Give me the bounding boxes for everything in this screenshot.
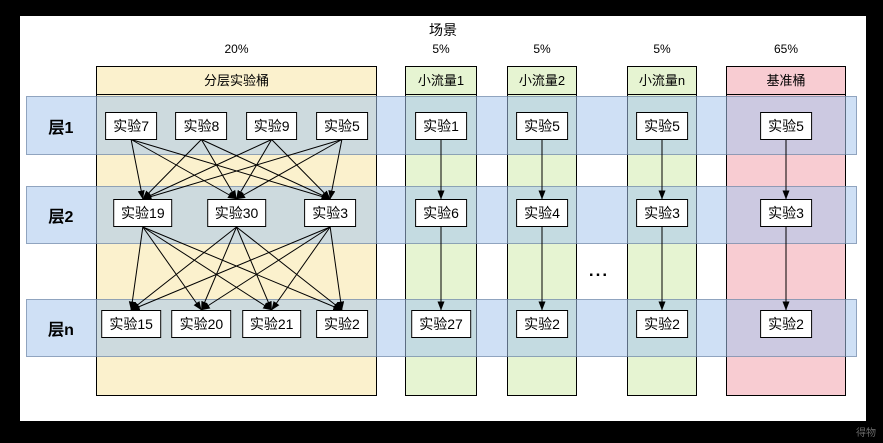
experiment-node: 实验2 — [516, 310, 568, 338]
experiment-node: 实验8 — [175, 111, 228, 140]
column-header: 分层实验桶 — [96, 66, 377, 95]
column-header: 小流量n — [627, 66, 697, 95]
column-header: 基准桶 — [726, 66, 846, 95]
experiment-node: 实验2 — [760, 310, 812, 338]
percent-label: 5% — [653, 42, 671, 56]
experiment-node: 实验3 — [636, 199, 688, 227]
ellipsis: ... — [588, 261, 610, 280]
experiment-node: 实验3 — [760, 199, 812, 227]
percent-label: 5% — [533, 42, 551, 56]
percent-label: 20% — [224, 42, 249, 56]
experiment-node: 实验6 — [415, 199, 467, 227]
experiment-node: 实验2 — [636, 310, 688, 338]
experiment-node: 实验21 — [241, 310, 302, 338]
layer-label: 层2 — [48, 209, 74, 226]
experiment-node: 实验5 — [516, 111, 568, 140]
experiment-node: 实验20 — [171, 310, 232, 338]
column-header: 小流量1 — [405, 66, 477, 95]
percent-label: 65% — [773, 42, 799, 56]
percent-label: 5% — [432, 42, 450, 56]
experiment-node: 实验1 — [415, 111, 467, 140]
experiment-node: 实验27 — [411, 310, 471, 338]
experiment-node: 实验7 — [105, 111, 158, 140]
diagram-title: 场景 — [429, 22, 457, 38]
experiment-node: 实验30 — [206, 199, 267, 227]
experiment-node: 实验3 — [304, 199, 357, 227]
experiment-node: 实验5 — [636, 111, 688, 140]
layer-label: 层1 — [48, 119, 74, 137]
experiment-node: 实验15 — [101, 310, 161, 338]
experiment-node: 实验5 — [315, 111, 368, 140]
experiment-node: 实验4 — [516, 199, 568, 227]
experiment-node: 实验19 — [113, 199, 173, 227]
experiment-node: 实验2 — [315, 310, 368, 338]
watermark: 得物 — [856, 428, 876, 439]
column-header: 小流量2 — [507, 66, 577, 95]
experiment-node: 实验5 — [760, 111, 812, 140]
layer-label: 层n — [48, 322, 74, 339]
experiment-node: 实验9 — [245, 111, 298, 140]
